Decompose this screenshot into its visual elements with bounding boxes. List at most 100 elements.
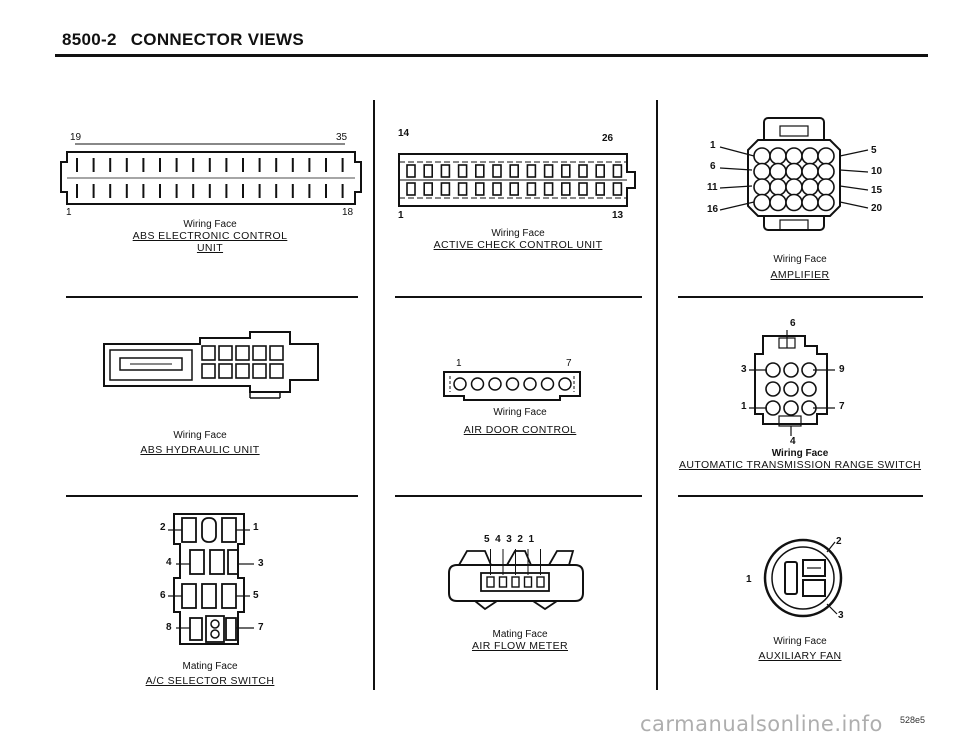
pin-slot <box>475 164 485 178</box>
pin-label: 9 <box>839 364 845 375</box>
pin-socket <box>453 377 467 391</box>
pin-slot <box>252 345 267 361</box>
pin-socket <box>765 362 781 378</box>
face-label: Wiring Face <box>771 448 829 459</box>
pin-label: 1 <box>456 358 462 369</box>
pin-socket <box>801 193 819 212</box>
pin-socket <box>783 400 799 416</box>
pin-slot <box>523 576 533 588</box>
pin-label: 11 <box>707 182 718 193</box>
pin-label: 5 4 3 2 1 <box>484 534 535 545</box>
pin-label: 1 <box>741 401 747 412</box>
pin-socket <box>753 147 771 165</box>
face-label: Wiring Face <box>183 219 237 230</box>
pin-socket <box>769 178 787 196</box>
pin-label: 7 <box>258 622 264 633</box>
pin-label: 6 <box>790 318 796 329</box>
pin-socket <box>783 381 799 397</box>
pin-label: 1 <box>710 140 716 151</box>
figure-code: 528e5 <box>900 715 926 725</box>
pin-label: 4 <box>166 557 172 568</box>
pin-slot <box>595 164 605 178</box>
air-door-connector-drawing <box>443 371 581 401</box>
pin-socket <box>785 193 803 212</box>
pin-label: 1 <box>66 207 72 218</box>
aux-fan-connector-drawing <box>763 538 843 618</box>
amplifier-connector-drawing <box>719 117 869 231</box>
abs-hydraulic-connector-drawing <box>103 331 319 399</box>
pin-slot <box>218 345 233 361</box>
connector-title: AUTOMATIC TRANSMISSION RANGE SWITCH <box>678 459 922 471</box>
pin-label: 26 <box>602 133 614 144</box>
pin-label: 15 <box>871 185 883 196</box>
pin-socket <box>783 362 799 378</box>
pin-socket <box>470 377 485 391</box>
pin-label: 2 <box>836 536 842 547</box>
pin-slot <box>561 164 571 178</box>
pin-socket <box>505 377 520 391</box>
face-label: Wiring Face <box>773 636 827 647</box>
column-divider-left <box>373 100 375 690</box>
pin-label: 13 <box>612 210 624 221</box>
watermark: carmanualsonline.info <box>640 712 883 736</box>
pin-socket <box>753 193 771 212</box>
pin-label: 1 <box>398 210 404 221</box>
air-flow-connector-drawing <box>448 549 584 611</box>
pin-slot <box>526 182 537 196</box>
pin-slot <box>578 164 588 178</box>
row-separator <box>678 495 923 497</box>
pin-slot <box>509 164 519 178</box>
pin-label: 3 <box>741 364 747 375</box>
pin-socket <box>785 147 803 165</box>
section-title: CONNECTOR VIEWS <box>130 30 304 49</box>
connector-title: AMPLIFIER <box>770 269 830 281</box>
column-divider-right <box>656 100 658 690</box>
pin-slot <box>509 182 519 196</box>
pin-slot <box>218 363 233 379</box>
pin-slot <box>457 164 468 178</box>
pin-slot <box>457 182 468 196</box>
pin-socket <box>785 162 803 181</box>
pin-label: 5 <box>253 590 259 601</box>
pin-socket <box>785 178 803 196</box>
row-separator <box>395 495 642 497</box>
abs-ecu-connector-drawing <box>60 143 362 205</box>
pin-socket <box>801 381 817 397</box>
pin-slot <box>543 164 554 178</box>
pin-socket <box>558 377 572 391</box>
pin-label: 7 <box>839 401 845 412</box>
pin-slot <box>475 182 485 196</box>
pin-label: 1 <box>746 574 752 585</box>
face-label: Wiring Face <box>491 228 545 239</box>
pin-slot <box>423 182 434 196</box>
pin-label: 19 <box>70 132 82 143</box>
connector-title: AIR FLOW METER <box>471 640 569 652</box>
pin-slot <box>595 182 605 196</box>
pin-slot <box>612 182 623 196</box>
pin-slot <box>511 576 520 588</box>
active-check-connector-drawing <box>398 153 636 207</box>
pin-socket <box>817 193 835 212</box>
face-label: Wiring Face <box>493 407 547 418</box>
pin-label: 18 <box>342 207 354 218</box>
pin-socket <box>765 381 781 397</box>
pin-slot <box>269 345 284 361</box>
pin-label: 5 <box>871 145 877 156</box>
pin-label: 3 <box>258 558 264 569</box>
pin-slot <box>536 576 545 588</box>
pin-label: 20 <box>871 203 883 214</box>
row-separator <box>66 495 358 497</box>
pin-slot <box>406 182 416 196</box>
pin-slot <box>486 576 495 588</box>
pin-slot <box>543 182 554 196</box>
pin-slot <box>492 164 502 178</box>
pin-label: 14 <box>398 128 410 139</box>
pin-slot <box>492 182 502 196</box>
row-separator <box>678 296 923 298</box>
face-label: Wiring Face <box>173 430 227 441</box>
pin-socket <box>817 178 835 196</box>
pin-socket <box>769 193 787 212</box>
pin-slot <box>423 164 434 178</box>
pin-socket <box>753 178 771 196</box>
